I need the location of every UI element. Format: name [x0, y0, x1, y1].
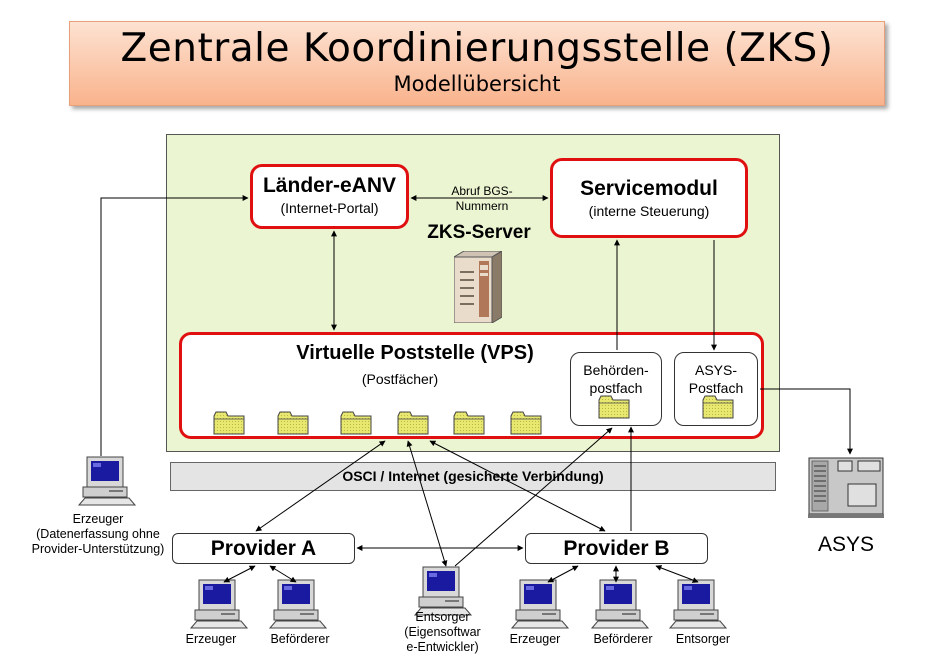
b-entsorger-caption: Entsorger	[675, 632, 731, 646]
page-title: Zentrale Koordinierungsstelle (ZKS)	[120, 26, 834, 71]
entsorger-mid-caption: Entsorger (Eigensoftwar e-Entwickler)	[395, 610, 490, 655]
servicemodul-subtitle: (interne Steuerung)	[588, 203, 710, 219]
connector-provider-a-erzeuger	[223, 565, 256, 583]
page-subtitle: Modellübersicht	[393, 72, 561, 96]
title-banner: Zentrale Koordinierungsstelle (ZKS) Mode…	[69, 21, 885, 106]
a-befoerderer-caption: Beförderer	[270, 632, 330, 646]
abruf-label: Abruf BGS- Nummern	[432, 184, 532, 214]
zks-server-label: ZKS-Server	[427, 222, 531, 243]
servicemodul-box: Servicemodul (interne Steuerung)	[550, 158, 748, 238]
vps-subtitle: (Postfächer)	[361, 371, 439, 387]
server-tower-icon	[454, 251, 502, 323]
erzeuger-left-line3: Provider-Unterstützung)	[31, 542, 165, 556]
connector-entsorger-vps	[406, 440, 448, 567]
b-befoerderer-caption: Beförderer	[593, 632, 653, 646]
connector-entsorger-behoerden	[454, 427, 613, 567]
entsorger-mid-line2: (Eigensoftwar	[404, 625, 481, 639]
entsorger-mid-line1: Entsorger	[415, 610, 470, 624]
servicemodul-title: Servicemodul	[580, 177, 718, 200]
connector-provider-b-erzeuger	[547, 565, 579, 583]
behoerden-line1: Behörden-	[583, 362, 649, 378]
abruf-line2: Nummern	[455, 199, 509, 213]
provider-b-box: Provider B	[525, 533, 708, 564]
erzeuger-left-caption: Erzeuger (Datenerfassung ohne Provider-U…	[18, 512, 178, 557]
connector-provider-a-befoerderer	[269, 565, 297, 583]
asys-postfach-line2: Postfach	[688, 380, 744, 396]
abruf-line1: Abruf BGS-	[451, 184, 513, 198]
asys-postfach-line1: ASYS-	[694, 362, 737, 378]
asys-label: ASYS	[817, 533, 875, 556]
b-erzeuger-caption: Erzeuger	[509, 632, 561, 646]
erzeuger-left-line1: Erzeuger	[72, 512, 124, 526]
a-erzeuger-caption: Erzeuger	[185, 632, 237, 646]
erzeuger-left-line2: (Datenerfassung ohne	[36, 527, 160, 541]
vps-title: Virtuelle Poststelle (VPS)	[296, 342, 534, 364]
laender-eanv-subtitle: (Internet-Portal)	[280, 200, 379, 216]
connector-provider-b-entsorger	[655, 565, 699, 583]
entsorger-mid-line3: e-Entwickler)	[406, 640, 479, 654]
connector-provider-b-vps	[429, 440, 606, 532]
connector-asys-postfach-asys	[760, 388, 853, 455]
asys-system-icon	[808, 457, 884, 518]
behoerden-line2: postfach	[589, 380, 643, 396]
laender-eanv-title: Länder-eANV	[262, 174, 397, 197]
laender-eanv-box: Länder-eANV (Internet-Portal)	[250, 164, 409, 229]
connector-provider-a-vps	[255, 440, 386, 532]
provider-a-box: Provider A	[172, 533, 355, 564]
connector-erzeuger-laender	[100, 195, 249, 456]
